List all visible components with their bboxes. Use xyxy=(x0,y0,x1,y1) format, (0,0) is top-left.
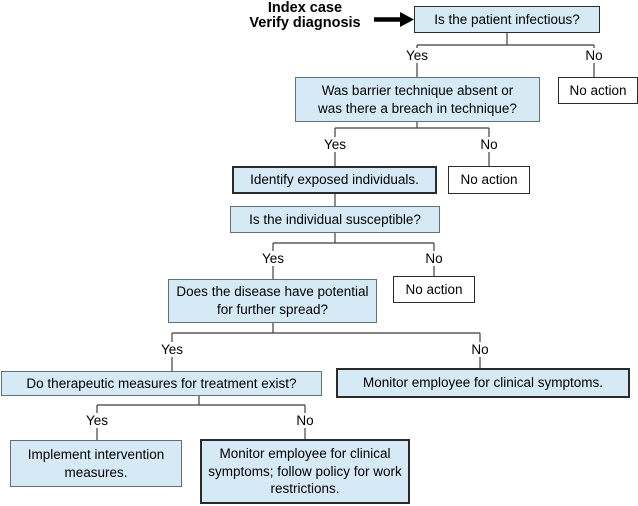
node-text: Was barrier technique absent or was ther… xyxy=(318,82,517,116)
branch-label-yes-5: Yes xyxy=(82,413,112,428)
branch-label-no-5: No xyxy=(293,413,317,428)
node-monitor-restrictions: Monitor employee for clinical symptoms; … xyxy=(200,439,410,504)
node-implement-intervention: Implement intervention measures. xyxy=(10,440,182,487)
index-case-label: Index case Verify diagnosis xyxy=(238,1,372,31)
node-no-action-3: No action xyxy=(393,276,475,303)
node-q-susceptible: Is the individual susceptible? xyxy=(230,206,440,233)
connector-q-susceptible xyxy=(272,233,435,279)
connector-q-spread xyxy=(171,323,481,371)
branch-label-no-4: No xyxy=(468,342,492,357)
branch-label-no-2: No xyxy=(477,137,501,152)
branch-label-yes-4: Yes xyxy=(157,342,187,357)
node-q-treatment: Do therapeutic measures for treatment ex… xyxy=(1,371,322,396)
branch-label-yes-3: Yes xyxy=(258,251,288,266)
node-q-infectious: Is the patient infectious? xyxy=(414,6,600,33)
index-case-line2: Verify diagnosis xyxy=(249,15,361,31)
index-case-line1: Index case xyxy=(267,0,343,16)
node-q-spread: Does the disease have potential for furt… xyxy=(168,279,377,323)
node-no-action-1: No action xyxy=(558,77,638,104)
connector-q-barrier xyxy=(334,122,490,166)
node-q-barrier: Was barrier technique absent or was ther… xyxy=(295,77,540,122)
index-case-arrow-icon xyxy=(374,12,414,27)
connector-q-treatment xyxy=(96,396,306,440)
branch-label-yes-2: Yes xyxy=(320,137,350,152)
node-identify-exposed: Identify exposed individuals. xyxy=(232,166,437,194)
branch-label-yes-1: Yes xyxy=(402,48,432,63)
branch-label-no-3: No xyxy=(422,251,446,266)
node-no-action-2: No action xyxy=(448,166,530,194)
node-monitor-symptoms: Monitor employee for clinical symptoms. xyxy=(336,368,630,398)
branch-label-no-1: No xyxy=(582,48,606,63)
connector-q-infectious xyxy=(416,33,595,77)
